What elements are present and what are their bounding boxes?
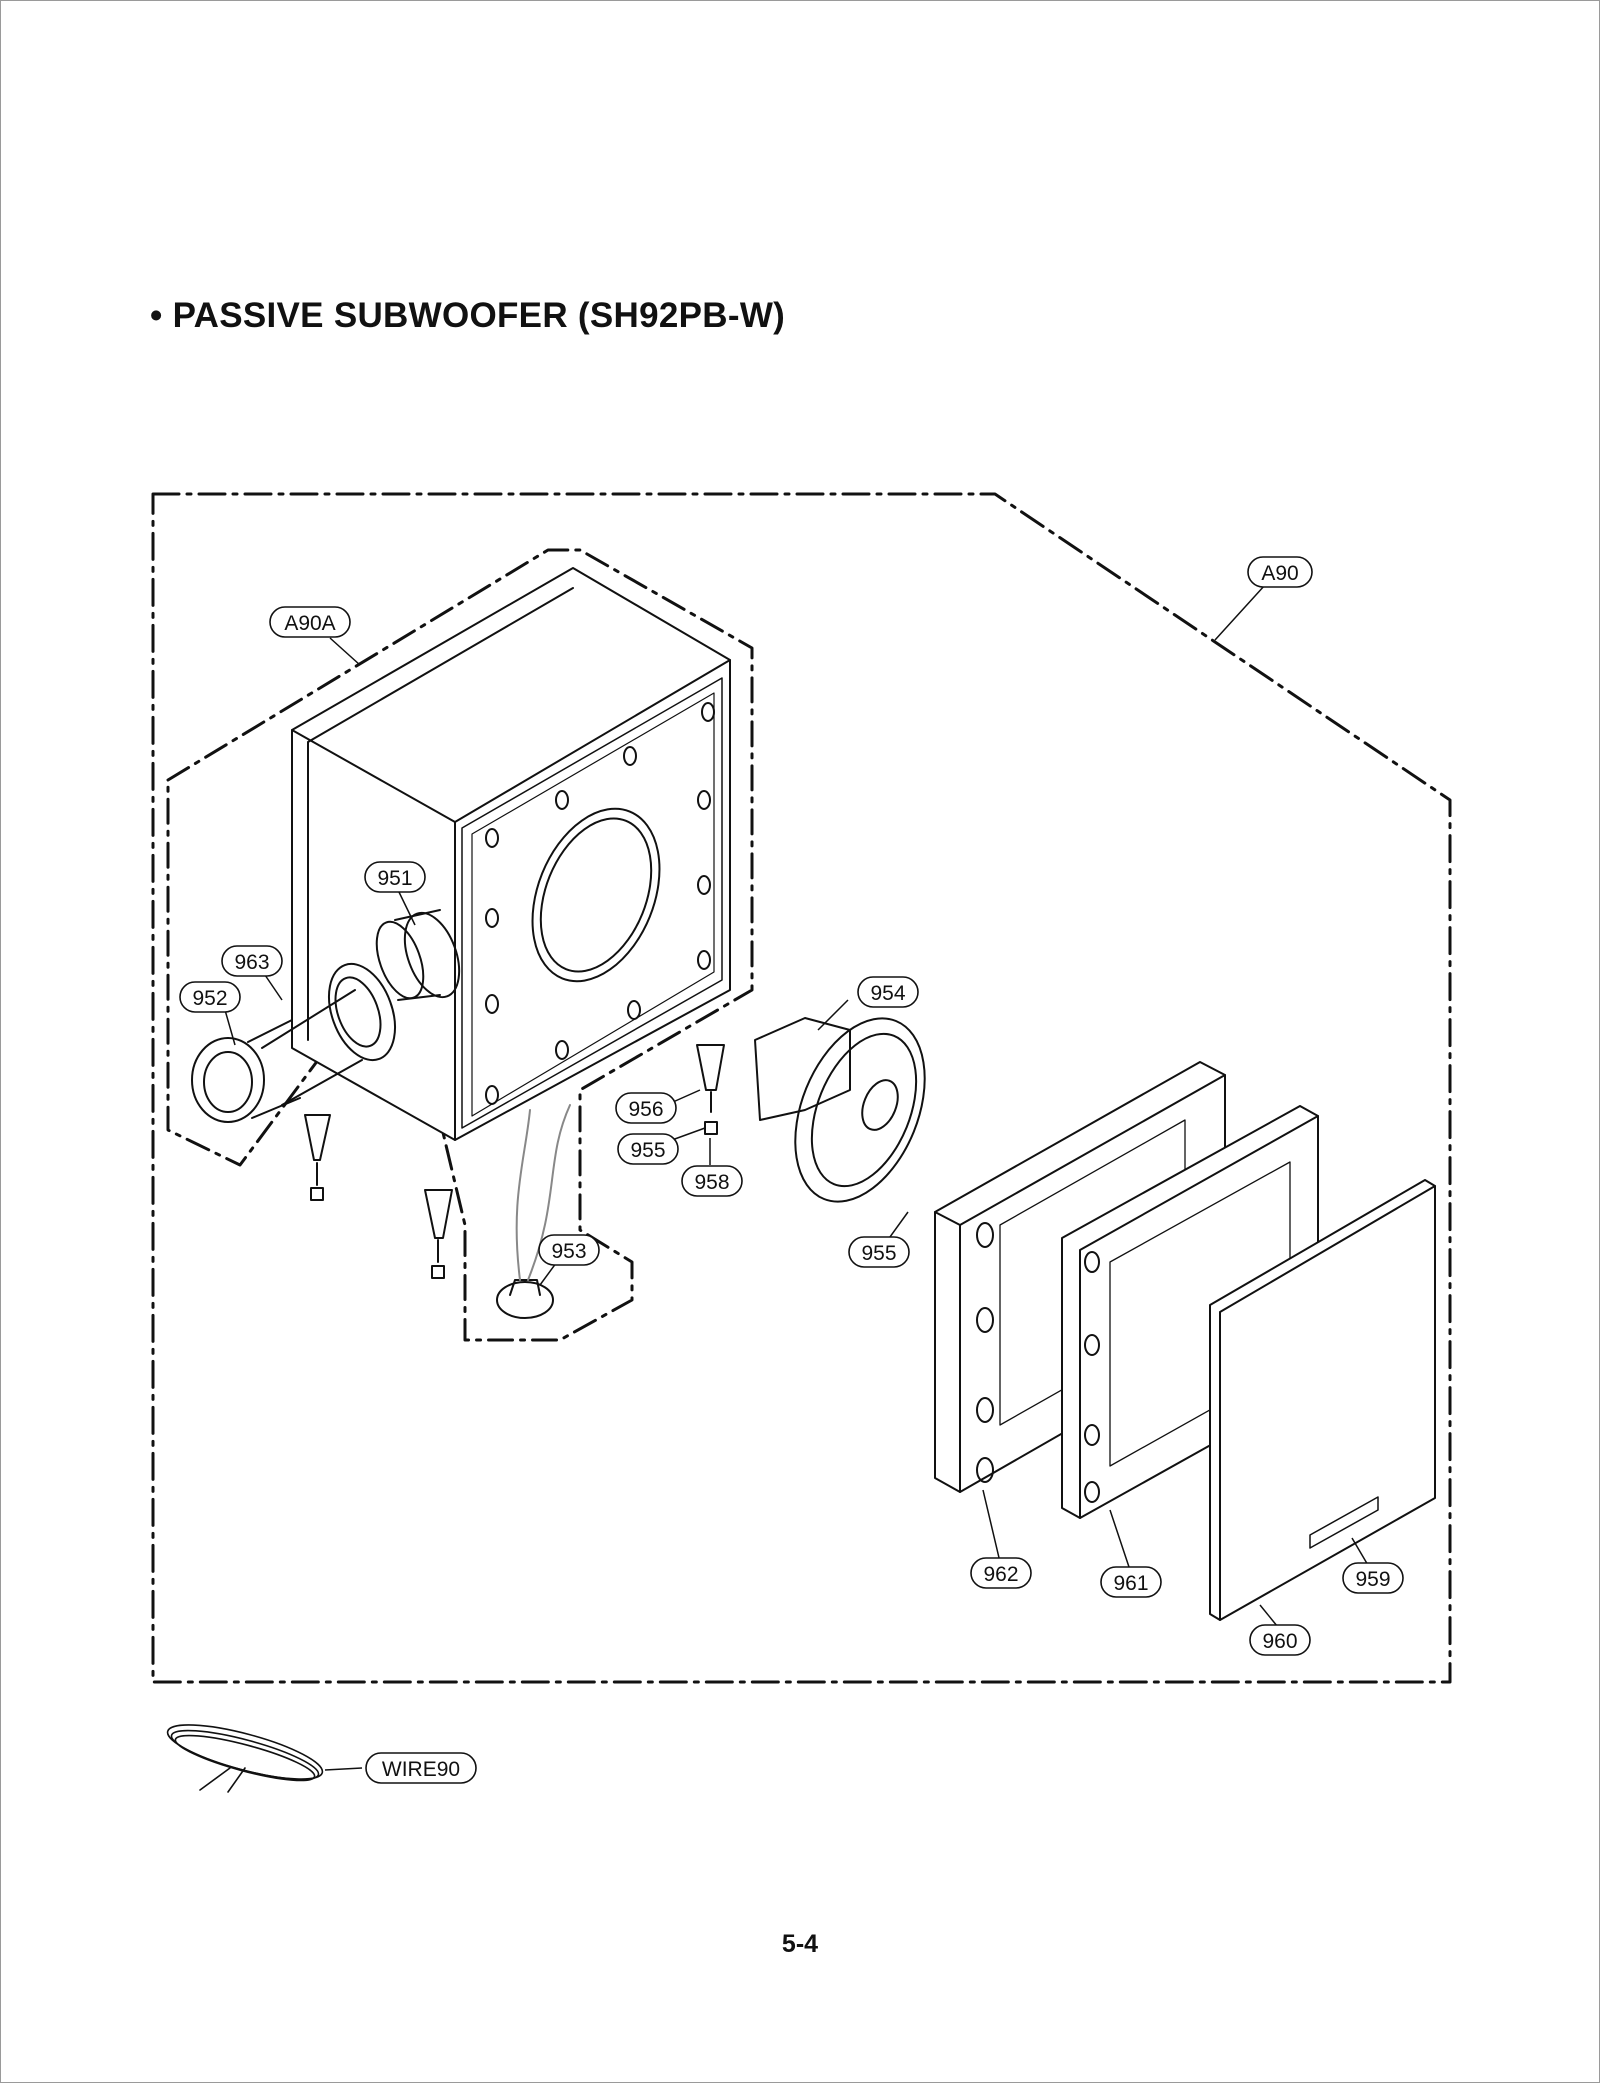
callout-label: 952: [192, 987, 227, 1010]
page-title: • PASSIVE SUBWOOFER (SH92PB-W): [150, 296, 786, 335]
callout-955-bottom: 955: [848, 1236, 910, 1268]
callout-954: 954: [857, 976, 919, 1008]
callout-958: 958: [681, 1165, 743, 1197]
port-flange-951: [375, 909, 461, 1001]
callout-a90: A90: [1247, 556, 1313, 588]
foot-cone-left: [304, 1114, 331, 1201]
group-a90-boundary: [151, 492, 1452, 1684]
callout-951: 951: [364, 861, 426, 893]
cabinet: [291, 567, 731, 1141]
callout-label: A90: [1261, 562, 1298, 585]
callout-wire90: WIRE90: [365, 1752, 477, 1784]
woofer-954: [754, 1017, 926, 1203]
callout-a90a: A90A: [269, 606, 351, 638]
callout-label: 962: [983, 1563, 1018, 1586]
terminal-953: [496, 1104, 571, 1319]
callout-label: A90A: [284, 612, 335, 635]
callout-label: WIRE90: [382, 1758, 460, 1781]
callout-952: 952: [179, 981, 241, 1013]
callout-label: 958: [694, 1171, 729, 1194]
callout-955-top: 955: [617, 1133, 679, 1165]
page-number: 5-4: [781, 1930, 819, 1958]
callout-label: 959: [1355, 1568, 1390, 1591]
callout-962: 962: [970, 1557, 1032, 1589]
callout-960: 960: [1249, 1624, 1311, 1656]
callout-label: 956: [628, 1098, 663, 1121]
group-a90a-boundary: [166, 548, 754, 1342]
callout-label: 953: [551, 1240, 586, 1263]
callout-label: 961: [1113, 1572, 1148, 1595]
logo-badge-959: [1309, 1496, 1379, 1549]
callout-label: 960: [1262, 1630, 1297, 1653]
callout-956: 956: [615, 1092, 677, 1124]
wire-coil: [166, 1724, 324, 1793]
callout-953: 953: [538, 1234, 600, 1266]
callout-label: 955: [630, 1139, 665, 1162]
callout-963: 963: [221, 945, 283, 977]
foot-cone-middle: [424, 1189, 453, 1279]
callout-label: 951: [377, 867, 412, 890]
foot-cone-956: [696, 1044, 725, 1135]
callout-label: 963: [234, 951, 269, 974]
callout-label: 955: [861, 1242, 896, 1265]
callout-959: 959: [1342, 1562, 1404, 1594]
port-end-952: [191, 1019, 301, 1123]
callout-961: 961: [1100, 1566, 1162, 1598]
grille-panel-960: [1209, 1179, 1436, 1621]
port-tube-963: [261, 962, 396, 1106]
leader-lines: [224, 584, 1373, 1771]
callout-label: 954: [870, 982, 905, 1005]
